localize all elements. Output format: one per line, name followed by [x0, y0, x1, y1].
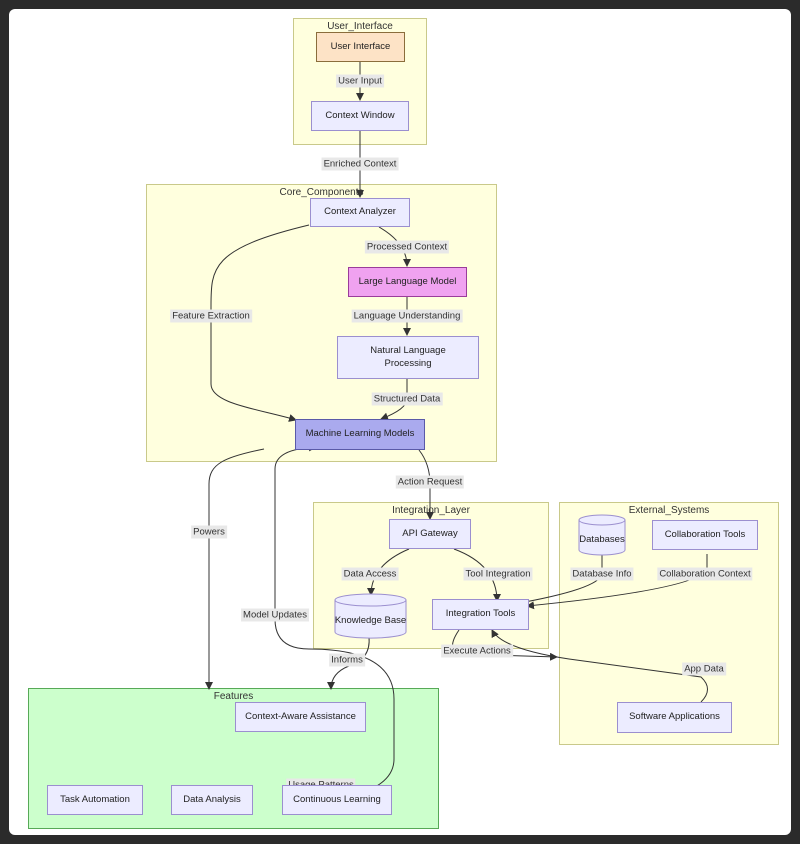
edge-label-tool-integration: Tool Integration — [463, 567, 533, 581]
edge-label-enriched-context: Enriched Context — [321, 157, 399, 171]
edge-label-informs: Informs — [329, 653, 365, 667]
node-knowledge-base[interactable] — [334, 593, 407, 639]
edge-app-data — [491, 629, 708, 703]
node-software-applications[interactable]: Software Applications — [617, 702, 732, 733]
node-data-analysis[interactable]: Data Analysis — [171, 785, 253, 815]
edge-label-structured-data: Structured Data — [371, 392, 443, 406]
cluster-core-components: Core_Components — [146, 184, 497, 462]
edge-label-data-access: Data Access — [341, 567, 399, 581]
node-large-language-model[interactable]: Large Language Model — [348, 267, 467, 297]
databases-label: Databases — [579, 533, 625, 545]
node-databases[interactable] — [578, 514, 626, 556]
cluster-title: Features — [213, 691, 254, 702]
edge-powers — [205, 448, 265, 690]
node-context-window[interactable]: Context Window — [311, 101, 409, 131]
node-continuous-learning[interactable]: Continuous Learning — [282, 785, 392, 815]
node-machine-learning-models[interactable]: Machine Learning Models — [295, 419, 425, 450]
node-user-interface[interactable]: User Interface — [316, 32, 405, 62]
cluster-title: External_Systems — [628, 505, 710, 516]
edge-feature-extraction — [210, 224, 310, 422]
node-task-automation[interactable]: Task Automation — [47, 785, 143, 815]
edge-model-updates — [274, 443, 395, 791]
edge-label-app-data: App Data — [682, 662, 726, 676]
knowledge-base-label: Knowledge Base — [334, 614, 407, 626]
edge-label-collaboration-context: Collaboration Context — [657, 567, 753, 581]
node-context-aware-assistance[interactable]: Context-Aware Assistance — [235, 702, 366, 732]
diagram-canvas: User_Interface Core_Components Integrati… — [9, 9, 791, 835]
cluster-title: Integration_Layer — [392, 505, 470, 516]
edge-label-user-input: User Input — [336, 74, 384, 88]
edge-label-action-request: Action Request — [395, 475, 465, 489]
edge-label-database-info: Database Info — [570, 567, 634, 581]
edge-label-model-updates: Model Updates — [241, 608, 309, 622]
edge-label-language-understanding: Language Understanding — [351, 309, 463, 323]
cluster-title: User_Interface — [327, 21, 393, 32]
node-api-gateway[interactable]: API Gateway — [389, 519, 471, 549]
node-integration-tools[interactable]: Integration Tools — [432, 599, 529, 630]
edge-label-feature-extraction: Feature Extraction — [170, 309, 252, 323]
node-natural-language-processing[interactable]: Natural Language Processing — [337, 336, 479, 379]
edge-label-execute-actions: Execute Actions — [441, 644, 513, 658]
edge-label-processed-context: Processed Context — [364, 240, 450, 254]
cluster-title: Core_Components — [279, 187, 364, 198]
edge-label-powers: Powers — [191, 525, 227, 539]
node-context-analyzer[interactable]: Context Analyzer — [310, 198, 410, 227]
node-collaboration-tools[interactable]: Collaboration Tools — [652, 520, 758, 550]
